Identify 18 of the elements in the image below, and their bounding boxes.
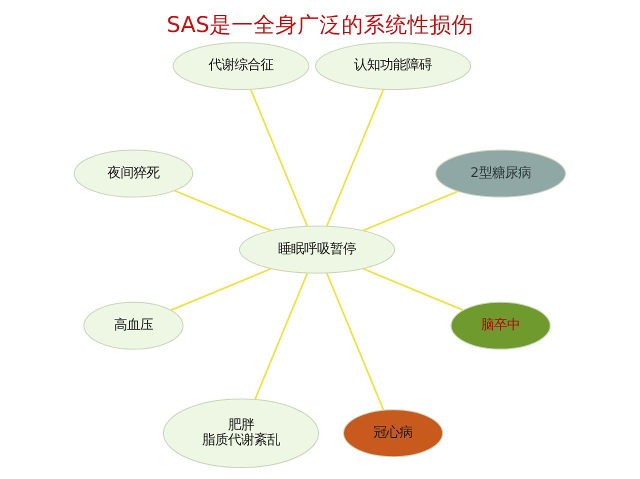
node-ellipse: 脑卒中	[450, 302, 551, 350]
connector	[326, 89, 384, 226]
connector	[170, 268, 272, 311]
connector	[254, 272, 308, 400]
node-ellipse: 冠心病	[343, 409, 444, 458]
node-ellipse: 高血压	[83, 302, 184, 350]
connector	[250, 89, 308, 226]
connector	[174, 190, 272, 232]
node-ellipse: 夜间猝死	[74, 150, 194, 198]
connector	[326, 272, 384, 410]
node-ellipse: 睡眠呼吸暂停	[239, 226, 396, 274]
node-ellipse: 2型糖尿病	[435, 150, 566, 198]
node-ellipse: 认知功能障碍	[315, 42, 472, 90]
node-ellipse: 代谢综合征	[172, 42, 310, 90]
node-ellipse: 肥胖 脂质代谢紊乱	[162, 398, 320, 468]
diagram-title: SAS是一全身广泛的系统性损伤	[166, 13, 474, 38]
connector	[362, 190, 458, 232]
connector	[362, 268, 464, 311]
